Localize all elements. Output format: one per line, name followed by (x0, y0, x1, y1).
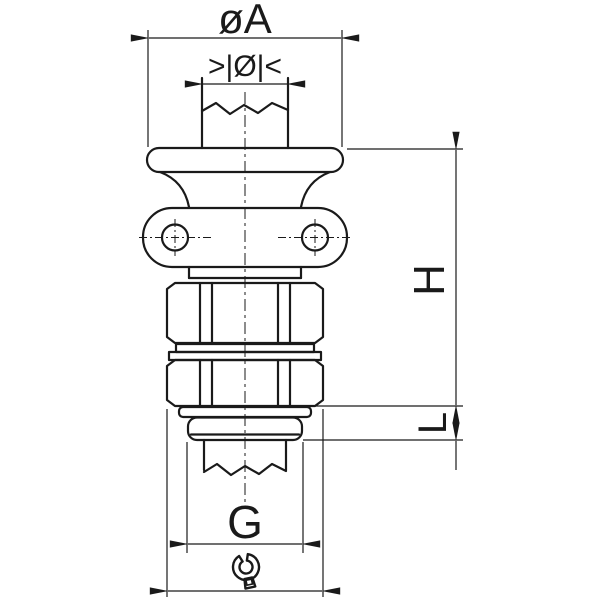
thread-length-label: L (411, 412, 455, 434)
waist-right-curve (299, 170, 332, 209)
outer-diameter-label: øA (218, 0, 272, 42)
wrench-jaw (231, 552, 261, 582)
seal-band (186, 416, 304, 442)
flange-left-hole (160, 223, 190, 252)
top-cable-break-line (200, 101, 290, 116)
height-label: H (405, 264, 454, 296)
thread-size-label: G (227, 496, 263, 548)
cable-range-label: >|Ø|< (208, 50, 282, 83)
flange-stadium (141, 206, 349, 269)
thread-break-line (202, 462, 288, 477)
waist-left-curve (158, 170, 191, 209)
dimension-labels: øA >|Ø|< H L G (208, 0, 455, 548)
dimensions (130, 30, 463, 597)
flange-right-hole (300, 223, 330, 252)
cap-stadium (145, 146, 345, 174)
wrench-handle-hole (245, 578, 254, 587)
upper-hex-nut (165, 281, 325, 345)
wrench-icon (231, 552, 261, 590)
